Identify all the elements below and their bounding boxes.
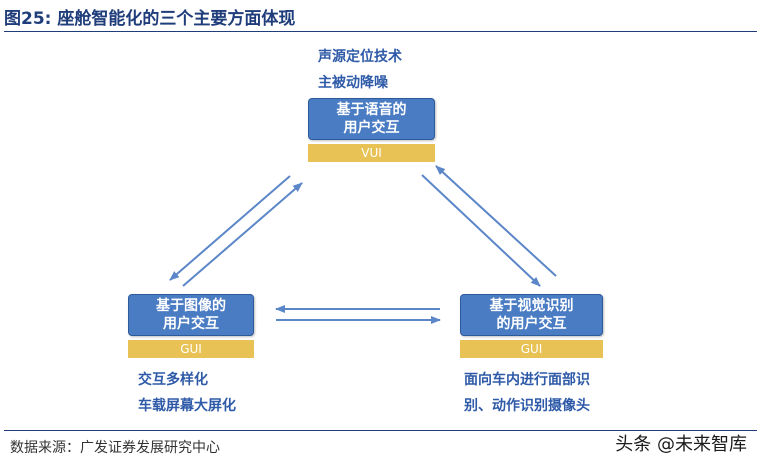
arrow-voice-to-vision [421, 174, 541, 287]
node-voice: 基于语音的 用户交互 VUI [308, 98, 435, 162]
node-voice-line-1: 基于语音的 [336, 102, 407, 118]
note-right-line-2: 别、动作识别摄像头 [464, 398, 590, 414]
title-divider [4, 31, 757, 32]
note-right-line-1: 面向车内进行面部识 [464, 372, 590, 388]
note-top: 声源定位技术 主被动降噪 [318, 44, 402, 96]
note-right: 面向车内进行面部识 别、动作识别摄像头 [464, 367, 590, 419]
note-left: 交互多样化 车载屏幕大屏化 [138, 367, 236, 419]
node-vision-tag: GUI [460, 340, 603, 358]
note-top-line-2: 主被动降噪 [318, 75, 388, 91]
node-image: 基于图像的 用户交互 GUI [128, 294, 254, 358]
arrow-image-to-voice [182, 182, 303, 287]
node-image-line-2: 用户交互 [163, 316, 219, 332]
arrow-voice-to-image [169, 175, 291, 281]
node-image-box: 基于图像的 用户交互 [128, 294, 254, 336]
node-voice-tag: VUI [308, 144, 435, 162]
node-vision-line-1: 基于视觉识别 [489, 298, 574, 314]
arrow-vision-to-voice [435, 165, 557, 277]
node-vision: 基于视觉识别 的用户交互 GUI [460, 294, 603, 358]
node-voice-box: 基于语音的 用户交互 [308, 98, 435, 140]
source-note: 数据来源：广发证券发展研究中心 [10, 440, 220, 456]
node-vision-line-2: 的用户交互 [496, 316, 567, 332]
node-vision-box: 基于视觉识别 的用户交互 [460, 294, 603, 336]
node-voice-line-2: 用户交互 [343, 120, 400, 136]
footer-divider [4, 430, 757, 431]
figure-title: 图25: 座舱智能化的三个主要方面体现 [4, 9, 296, 29]
watermark: 头条 @未来智库 [615, 434, 747, 455]
node-image-tag: GUI [128, 340, 254, 358]
node-image-line-1: 基于图像的 [156, 298, 226, 314]
note-left-line-1: 交互多样化 [138, 372, 208, 388]
note-left-line-2: 车载屏幕大屏化 [138, 398, 236, 414]
note-top-line-1: 声源定位技术 [318, 49, 402, 65]
